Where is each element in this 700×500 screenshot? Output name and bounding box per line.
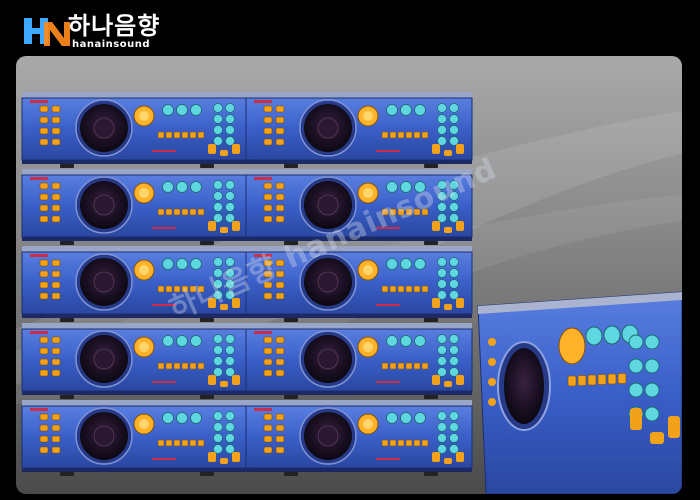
brand-korean-name: 하나음향 <box>68 12 161 40</box>
brand-english-name: hanainsound <box>72 39 150 50</box>
karaoke-unit <box>21 169 249 245</box>
karaoke-units <box>21 92 682 494</box>
karaoke-unit <box>21 92 249 168</box>
karaoke-unit-closeup <box>477 291 682 494</box>
karaoke-unit <box>21 246 249 322</box>
karaoke-unit <box>21 323 249 399</box>
brand-logo[interactable]: 하나음향 hanainsound <box>20 12 190 52</box>
product-display-panel: 하나음향 hanainsound <box>16 56 682 494</box>
karaoke-unit <box>245 323 473 399</box>
karaoke-unit <box>21 400 249 476</box>
karaoke-unit <box>245 92 473 168</box>
hanainsound-logo-icon <box>24 18 70 46</box>
header: 하나음향 hanainsound <box>0 0 700 56</box>
karaoke-unit <box>245 169 473 245</box>
karaoke-unit <box>245 400 473 476</box>
karaoke-unit <box>245 246 473 322</box>
